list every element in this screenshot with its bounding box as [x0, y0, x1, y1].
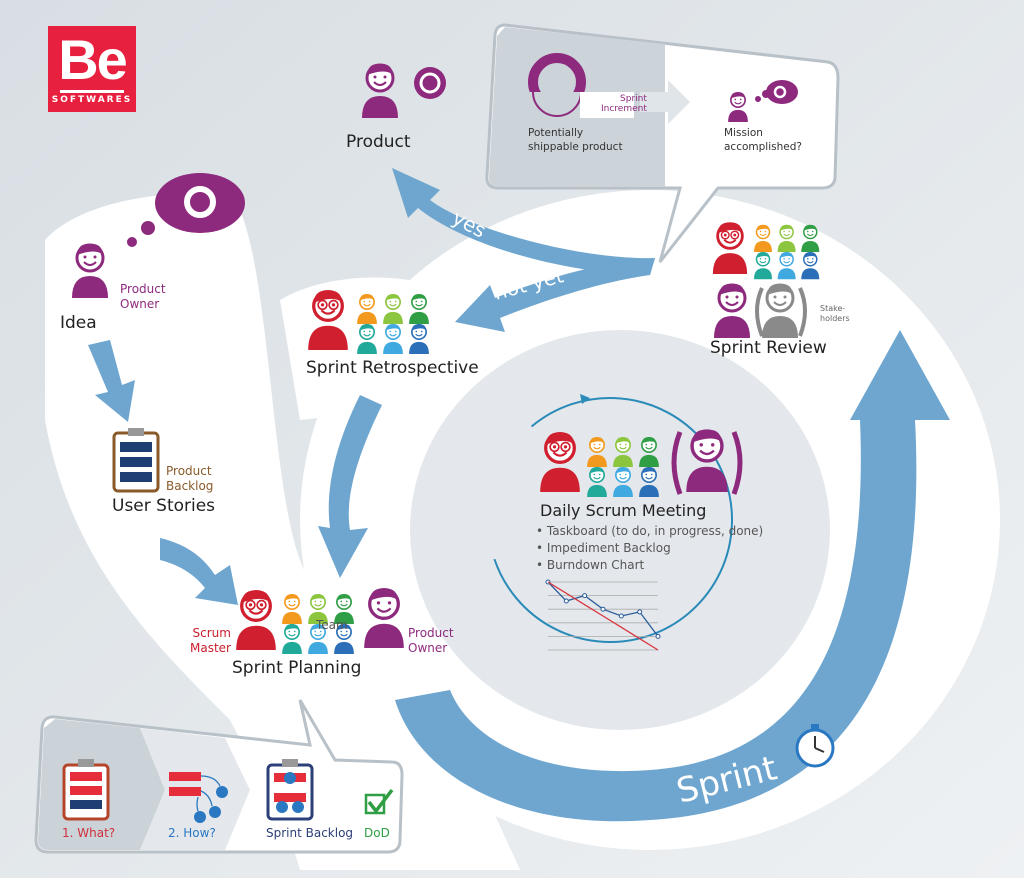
retrospective-scrum-master-icon — [308, 290, 348, 350]
team-member-icon — [334, 624, 354, 654]
logo-brand: Be — [58, 28, 128, 91]
team-member-icon — [777, 252, 796, 280]
sprint-planning-label: Sprint Planning — [232, 658, 362, 678]
team-member-icon — [282, 594, 302, 624]
team-member-icon — [409, 324, 429, 354]
people-icons — [72, 63, 820, 654]
team-member-icon — [613, 467, 633, 497]
daily-product-owner-icon — [686, 429, 728, 492]
retrospective-to-planning-arrow — [318, 395, 382, 578]
daily-scrum-title: Daily Scrum Meeting — [540, 501, 707, 520]
team-member-icon — [587, 467, 607, 497]
team-member-icon — [308, 594, 328, 624]
bullet-impediment-backlog: Impediment Backlog — [536, 540, 763, 557]
team-member-icon — [754, 224, 772, 252]
team-member-icon — [777, 224, 796, 252]
team-member-icon — [409, 294, 429, 324]
idea-thought-cloud-icon — [127, 173, 245, 247]
user-stories-to-planning-arrow — [160, 538, 238, 605]
data-point — [600, 606, 606, 612]
scrum-master-label: Scrum Master — [190, 626, 231, 655]
sprint-increment-icon — [528, 53, 640, 120]
team-member-icon — [639, 467, 659, 497]
team-member-icon — [357, 324, 377, 354]
review-scrum-master-icon — [712, 222, 748, 274]
burndown-chart — [545, 579, 661, 651]
not-yet-arrow — [455, 258, 655, 332]
product-backlog-label: Product Backlog — [166, 464, 214, 493]
team-member-icon — [308, 624, 328, 654]
review-product-owner-icon — [714, 283, 750, 338]
sprint-review-label: Sprint Review — [710, 338, 827, 358]
product-touch-icon — [414, 67, 446, 99]
stakeholder-icon — [762, 283, 798, 338]
idea-to-user-stories-arrow — [88, 340, 135, 422]
planning-scrum-master-icon — [236, 590, 276, 650]
team-member-icon — [383, 324, 403, 354]
how-icon — [169, 772, 228, 823]
team-member-icon — [613, 437, 633, 467]
sprint-backlog-label: Sprint Backlog — [266, 826, 354, 840]
daily-scrum-bullets: Taskboard (to do, in progress, done) Imp… — [536, 523, 763, 574]
user-stories-label: User Stories — [112, 496, 216, 516]
how-label: 2. How? — [168, 826, 216, 840]
stakeholder-brackets — [755, 287, 807, 337]
data-point — [618, 613, 624, 619]
sprint-arrow — [395, 330, 950, 822]
team-member-icon — [383, 294, 403, 324]
planning-product-owner-icon — [364, 588, 404, 648]
series-ideal-line — [547, 581, 659, 651]
team-member-icon — [639, 437, 659, 467]
team-member-icon — [334, 594, 354, 624]
logo-sub: SOFTWARES — [51, 95, 133, 105]
data-point — [655, 633, 661, 639]
product-owner-icon — [72, 243, 108, 298]
team-label: Team — [316, 618, 348, 632]
what-clipboard-icon — [62, 759, 110, 821]
product-owner-label: Product Owner — [120, 282, 166, 311]
product-label: Product — [346, 132, 411, 152]
sprint-increment-label: Sprint Increment — [601, 94, 647, 114]
data-point — [563, 598, 569, 604]
daily-scrum-master-icon — [540, 432, 580, 492]
planning-product-owner-label: Product Owner — [408, 626, 454, 655]
team-member-icon — [282, 624, 302, 654]
dod-checkbox-icon — [364, 788, 394, 815]
mission-person-icon — [728, 92, 748, 122]
team-member-icon — [801, 252, 820, 280]
team-member-icon — [587, 437, 607, 467]
sprint-backlog-clipboard-icon — [266, 759, 314, 821]
product-backlog-clipboard-icon — [112, 428, 160, 493]
bullet-burndown-chart: Burndown Chart — [536, 557, 763, 574]
shippable-label: Potentially shippable product — [528, 127, 623, 153]
flow-arrows — [88, 168, 950, 822]
data-point — [637, 609, 643, 615]
product-owner-brackets — [671, 431, 743, 495]
bullet-taskboard: Taskboard (to do, in progress, done) — [536, 523, 763, 540]
what-label: 1. What? — [62, 826, 116, 840]
be-softwares-logo[interactable]: Be SOFTWARES — [48, 26, 136, 112]
team-member-icon — [357, 294, 377, 324]
mission-label: Mission accomplished? — [724, 127, 802, 153]
thought-cloud-small-icon — [755, 80, 798, 104]
dod-label: DoD — [364, 826, 390, 840]
idea-label: Idea — [60, 313, 97, 333]
data-point — [582, 593, 588, 599]
stakeholders-label: Stake- holders — [820, 304, 850, 323]
team-member-icon — [754, 252, 772, 280]
team-member-icon — [801, 224, 820, 252]
sprint-retrospective-label: Sprint Retrospective — [306, 358, 479, 378]
stopwatch-icon — [795, 724, 835, 768]
yes-arrow — [392, 168, 655, 275]
product-person-icon — [362, 63, 398, 118]
